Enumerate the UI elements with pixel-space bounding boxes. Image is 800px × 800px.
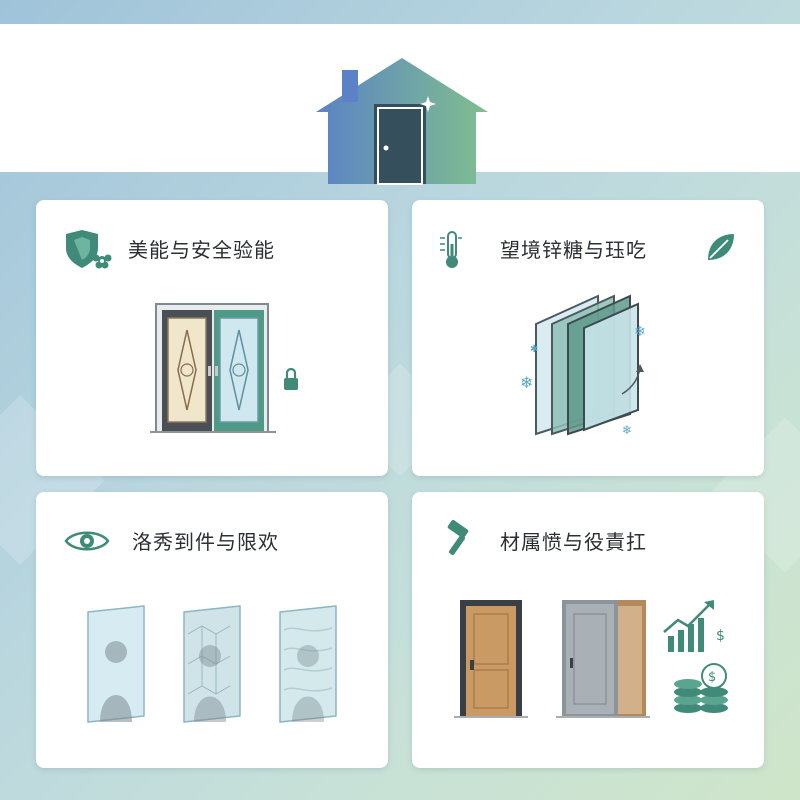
- feature-card-privacy-lighting[interactable]: 洛秀到件与限欢: [36, 492, 388, 768]
- decorative-double-door-illustration: [150, 303, 298, 433]
- feature-card-material-cost[interactable]: 材属愤与役責扛: [412, 492, 764, 768]
- leaf-icon: [708, 234, 734, 260]
- eye-icon: [64, 531, 110, 551]
- card-title: 洛秀到件与限欢: [132, 530, 279, 554]
- svg-text:❄: ❄: [622, 423, 632, 437]
- feature-card-thermal-insulation[interactable]: 望境锌糖与珏吃 ❄ ❄ ❄ ✱: [412, 200, 764, 476]
- money-growth-icon: $ $: [663, 600, 728, 713]
- doors-and-cost-illustration: $ $: [454, 600, 728, 718]
- shield-flower-icon: [66, 230, 112, 269]
- glass-panel-privacy-illustration: [87, 605, 337, 723]
- svg-text:❄: ❄: [634, 324, 646, 340]
- card-title: 材属愤与役責扛: [500, 530, 647, 554]
- dollar-sign-label: $: [716, 628, 725, 644]
- svg-text:✱: ✱: [530, 344, 538, 355]
- header-banner: [0, 24, 800, 185]
- feature-card-aesthetics-security[interactable]: 美能与安全验能: [36, 200, 388, 476]
- house-logo-icon: [316, 58, 488, 185]
- hammer-icon: [447, 520, 469, 555]
- card-title: 美能与安全验能: [128, 238, 275, 262]
- card-title: 望境锌糖与珏吃: [500, 238, 647, 262]
- insulated-glass-panes-illustration: ❄ ❄ ❄ ✱: [520, 294, 646, 437]
- thermometer-icon: [440, 231, 462, 268]
- svg-text:❄: ❄: [520, 373, 533, 392]
- dollar-sign-label: $: [708, 670, 716, 685]
